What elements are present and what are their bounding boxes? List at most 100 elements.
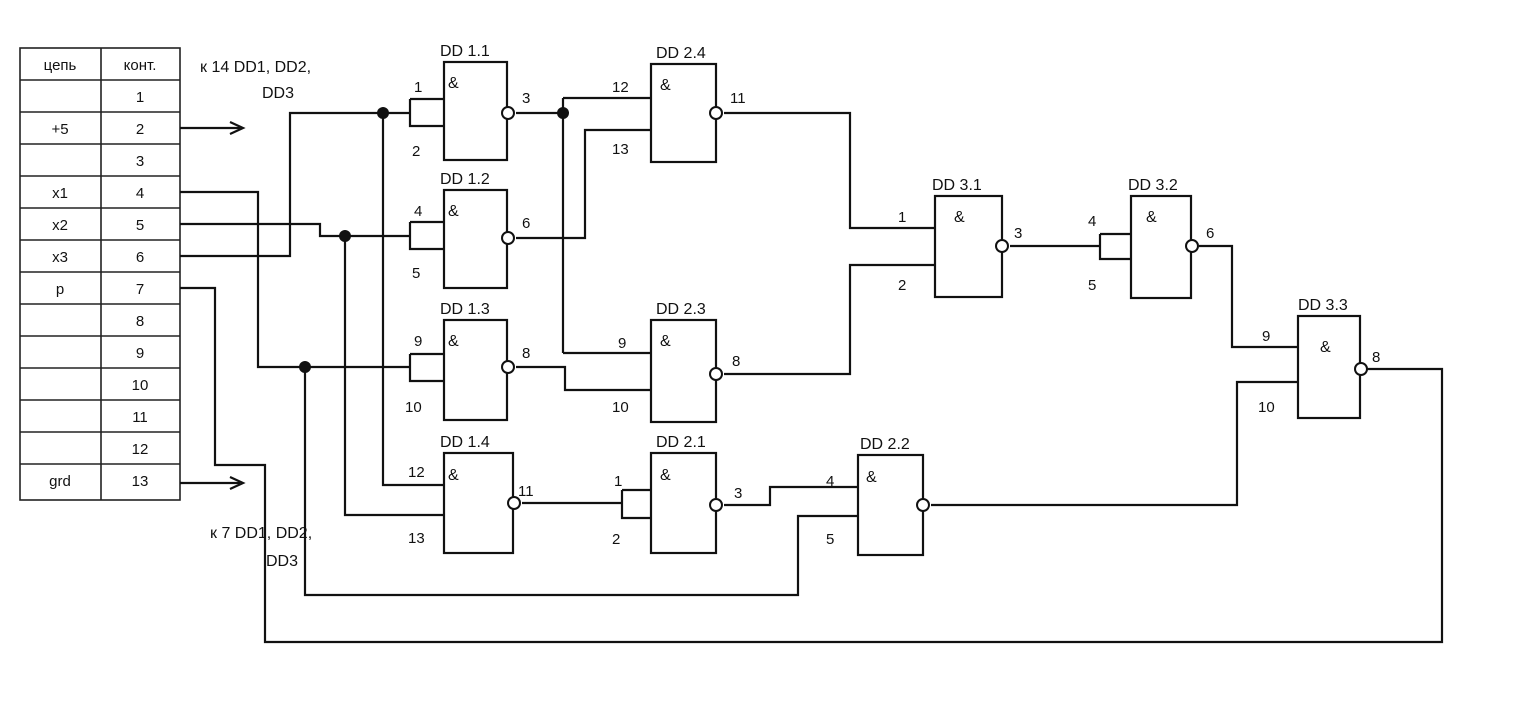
table-row-pin: 9: [136, 345, 144, 362]
pin-number: 5: [1088, 277, 1096, 294]
gate-label: DD 3.1: [932, 177, 982, 194]
pin-number: 1: [414, 79, 422, 96]
pin-number: 9: [414, 333, 422, 350]
table-row-pin: 1: [136, 89, 144, 106]
table-row-pin: 5: [136, 217, 144, 234]
pin-number: 11: [730, 90, 746, 107]
table-row-pin: 11: [132, 409, 148, 426]
gate-symbol: &: [954, 209, 965, 226]
pin-number: 6: [522, 215, 530, 232]
pin-number: 6: [1206, 225, 1214, 242]
table-row-pin: 12: [132, 441, 149, 458]
table-row-net: x2: [52, 217, 68, 234]
gate-dd2-4: DD 2.4 & 12 13 11: [612, 45, 746, 164]
pin-number: 10: [612, 399, 629, 416]
pin-number: 1: [898, 209, 906, 226]
connector-table: цепь конт. 1 +5 2 3 x1 4 x2 5 x3 6 p 7 8…: [19, 47, 181, 501]
pin-number: 12: [408, 464, 425, 481]
gate-dd3-3: DD 3.3 & 9 10 8: [1258, 297, 1380, 420]
gate-symbol: &: [1320, 339, 1331, 356]
gate-symbol: &: [1146, 209, 1157, 226]
table-border: [19, 47, 181, 501]
pin-number: 4: [414, 203, 422, 220]
table-row-pin: 4: [136, 185, 144, 202]
pin-number: 11: [518, 483, 534, 500]
pin-number: 8: [732, 353, 740, 370]
table-row-pin: 8: [136, 313, 144, 330]
gate-symbol: &: [660, 77, 671, 94]
pin-number: 8: [1372, 349, 1380, 366]
gate-label: DD 1.2: [440, 171, 490, 188]
pin-number: 5: [412, 265, 420, 282]
gate-dd3-2: DD 3.2 & 4 5 6: [1088, 177, 1214, 300]
gate-label: DD 1.3: [440, 301, 490, 318]
ground-note: к 7 DD1, DD2, DD3: [180, 476, 312, 570]
gate-label: DD 2.1: [656, 434, 706, 451]
gate-dd2-2: DD 2.2 & 4 5: [826, 436, 930, 557]
pin-number: 4: [826, 473, 834, 490]
pin-number: 13: [408, 530, 425, 547]
table-row-pin: 3: [136, 153, 144, 170]
pin-number: 10: [405, 399, 422, 416]
pin-number: 5: [826, 531, 834, 548]
gate-symbol: &: [448, 203, 459, 220]
pin-number: 8: [522, 345, 530, 362]
junction-dot: [377, 107, 389, 119]
junctions: [299, 107, 569, 373]
gate-dd2-1: DD 2.1 & 1 2 3: [612, 434, 742, 555]
power-note-line1: к 14 DD1, DD2,: [200, 59, 311, 76]
junction-dot: [557, 107, 569, 119]
gate-dd1-3: DD 1.3 & 9 10 8: [405, 301, 530, 422]
pin-number: 9: [1262, 328, 1270, 345]
table-row-net: x1: [52, 185, 68, 202]
power-note: к 14 DD1, DD2, DD3: [180, 59, 311, 135]
pin-number: 13: [612, 141, 629, 158]
pin-number: 1: [614, 473, 622, 490]
junction-dot: [299, 361, 311, 373]
table-row-pin: 10: [132, 377, 149, 394]
gate-symbol: &: [448, 333, 459, 350]
gate-label: DD 3.2: [1128, 177, 1178, 194]
gate-dd1-1: DD 1.1 & 1 2 3: [412, 43, 530, 162]
junction-dot: [339, 230, 351, 242]
pin-number: 9: [618, 335, 626, 352]
gate-label: DD 2.2: [860, 436, 910, 453]
power-note-line2: DD3: [262, 85, 294, 102]
pin-number: 2: [898, 277, 906, 294]
table-row-pin: 2: [136, 121, 144, 138]
gate-dd1-2: DD 1.2 & 4 5 6: [412, 171, 530, 290]
table-row-net: p: [56, 281, 64, 298]
gate-label: DD 2.3: [656, 301, 706, 318]
gate-dd1-4: DD 1.4 & 12 13 11: [408, 434, 534, 555]
pin-number: 4: [1088, 213, 1096, 230]
pin-number: 12: [612, 79, 629, 96]
table-row-pin: 7: [136, 281, 144, 298]
gate-symbol: &: [866, 469, 877, 486]
gate-label: DD 1.1: [440, 43, 490, 60]
table-row-pin: 13: [132, 473, 149, 490]
pin-number: 2: [412, 143, 420, 160]
pin-number: 2: [612, 531, 620, 548]
gate-symbol: &: [660, 467, 671, 484]
table-row-net: +5: [51, 121, 68, 138]
gate-symbol: &: [660, 333, 671, 350]
pin-number: 3: [522, 90, 530, 107]
gate-label: DD 2.4: [656, 45, 706, 62]
gate-label: DD 1.4: [440, 434, 490, 451]
gate-symbol: &: [448, 467, 459, 484]
pin-number: 3: [1014, 225, 1022, 242]
gate-symbol: &: [448, 75, 459, 92]
ground-note-line1: к 7 DD1, DD2,: [210, 525, 312, 542]
table-row-pin: 6: [136, 249, 144, 266]
wiring: [180, 96, 1444, 644]
gate-label: DD 3.3: [1298, 297, 1348, 314]
pin-number: 10: [1258, 399, 1275, 416]
ground-note-line2: DD3: [266, 553, 298, 570]
gate-dd2-3: DD 2.3 & 9 10 8: [612, 301, 740, 424]
table-row-net: x3: [52, 249, 68, 266]
gate-dd3-1: DD 3.1 & 1 2 3: [898, 177, 1022, 299]
table-header-pin: конт.: [124, 57, 157, 74]
table-header-net: цепь: [44, 57, 77, 74]
pin-number: 3: [734, 485, 742, 502]
